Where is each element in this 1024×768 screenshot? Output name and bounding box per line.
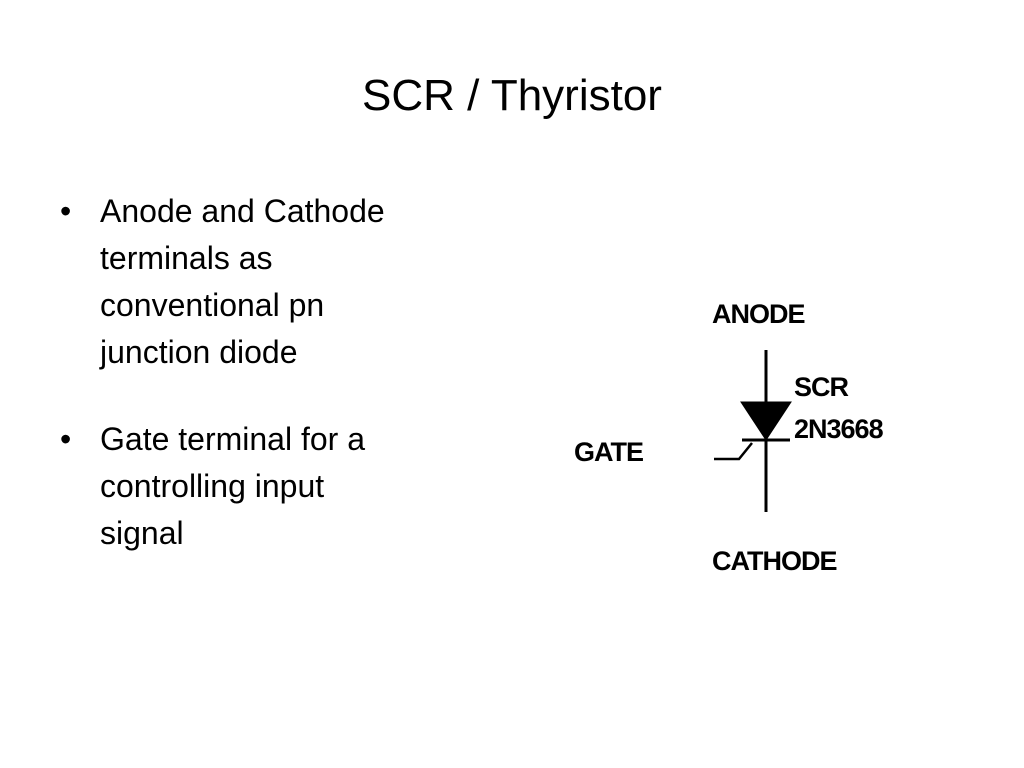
- bullet-line: controlling input: [100, 468, 325, 504]
- bullet-dot: •: [60, 193, 72, 229]
- bullet-dot: •: [60, 421, 72, 457]
- diode-triangle: [740, 401, 792, 441]
- bullet-line: terminals as: [100, 240, 273, 276]
- bullet-line: signal: [100, 515, 184, 551]
- device-type-label: SCR: [794, 372, 849, 402]
- anode-label: ANODE: [712, 299, 806, 329]
- slide-title: SCR / Thyristor: [362, 71, 662, 120]
- part-number-label: 2N3668: [794, 414, 884, 444]
- bullet-line: Anode and Cathode: [100, 193, 385, 229]
- bullet-line: junction diode: [100, 334, 298, 370]
- bullet-line: Gate terminal for a: [100, 421, 365, 457]
- bullet-item-gate: • Gate terminal for a controlling input …: [60, 416, 480, 557]
- gate-lead: [714, 442, 753, 461]
- bullet-list: • Anode and Cathode terminals as convent…: [60, 188, 480, 597]
- gate-label: GATE: [574, 437, 644, 467]
- bullet-item-anode-cathode: • Anode and Cathode terminals as convent…: [60, 188, 480, 376]
- bullet-line: conventional pn: [100, 287, 325, 323]
- cathode-label: CATHODE: [712, 546, 837, 576]
